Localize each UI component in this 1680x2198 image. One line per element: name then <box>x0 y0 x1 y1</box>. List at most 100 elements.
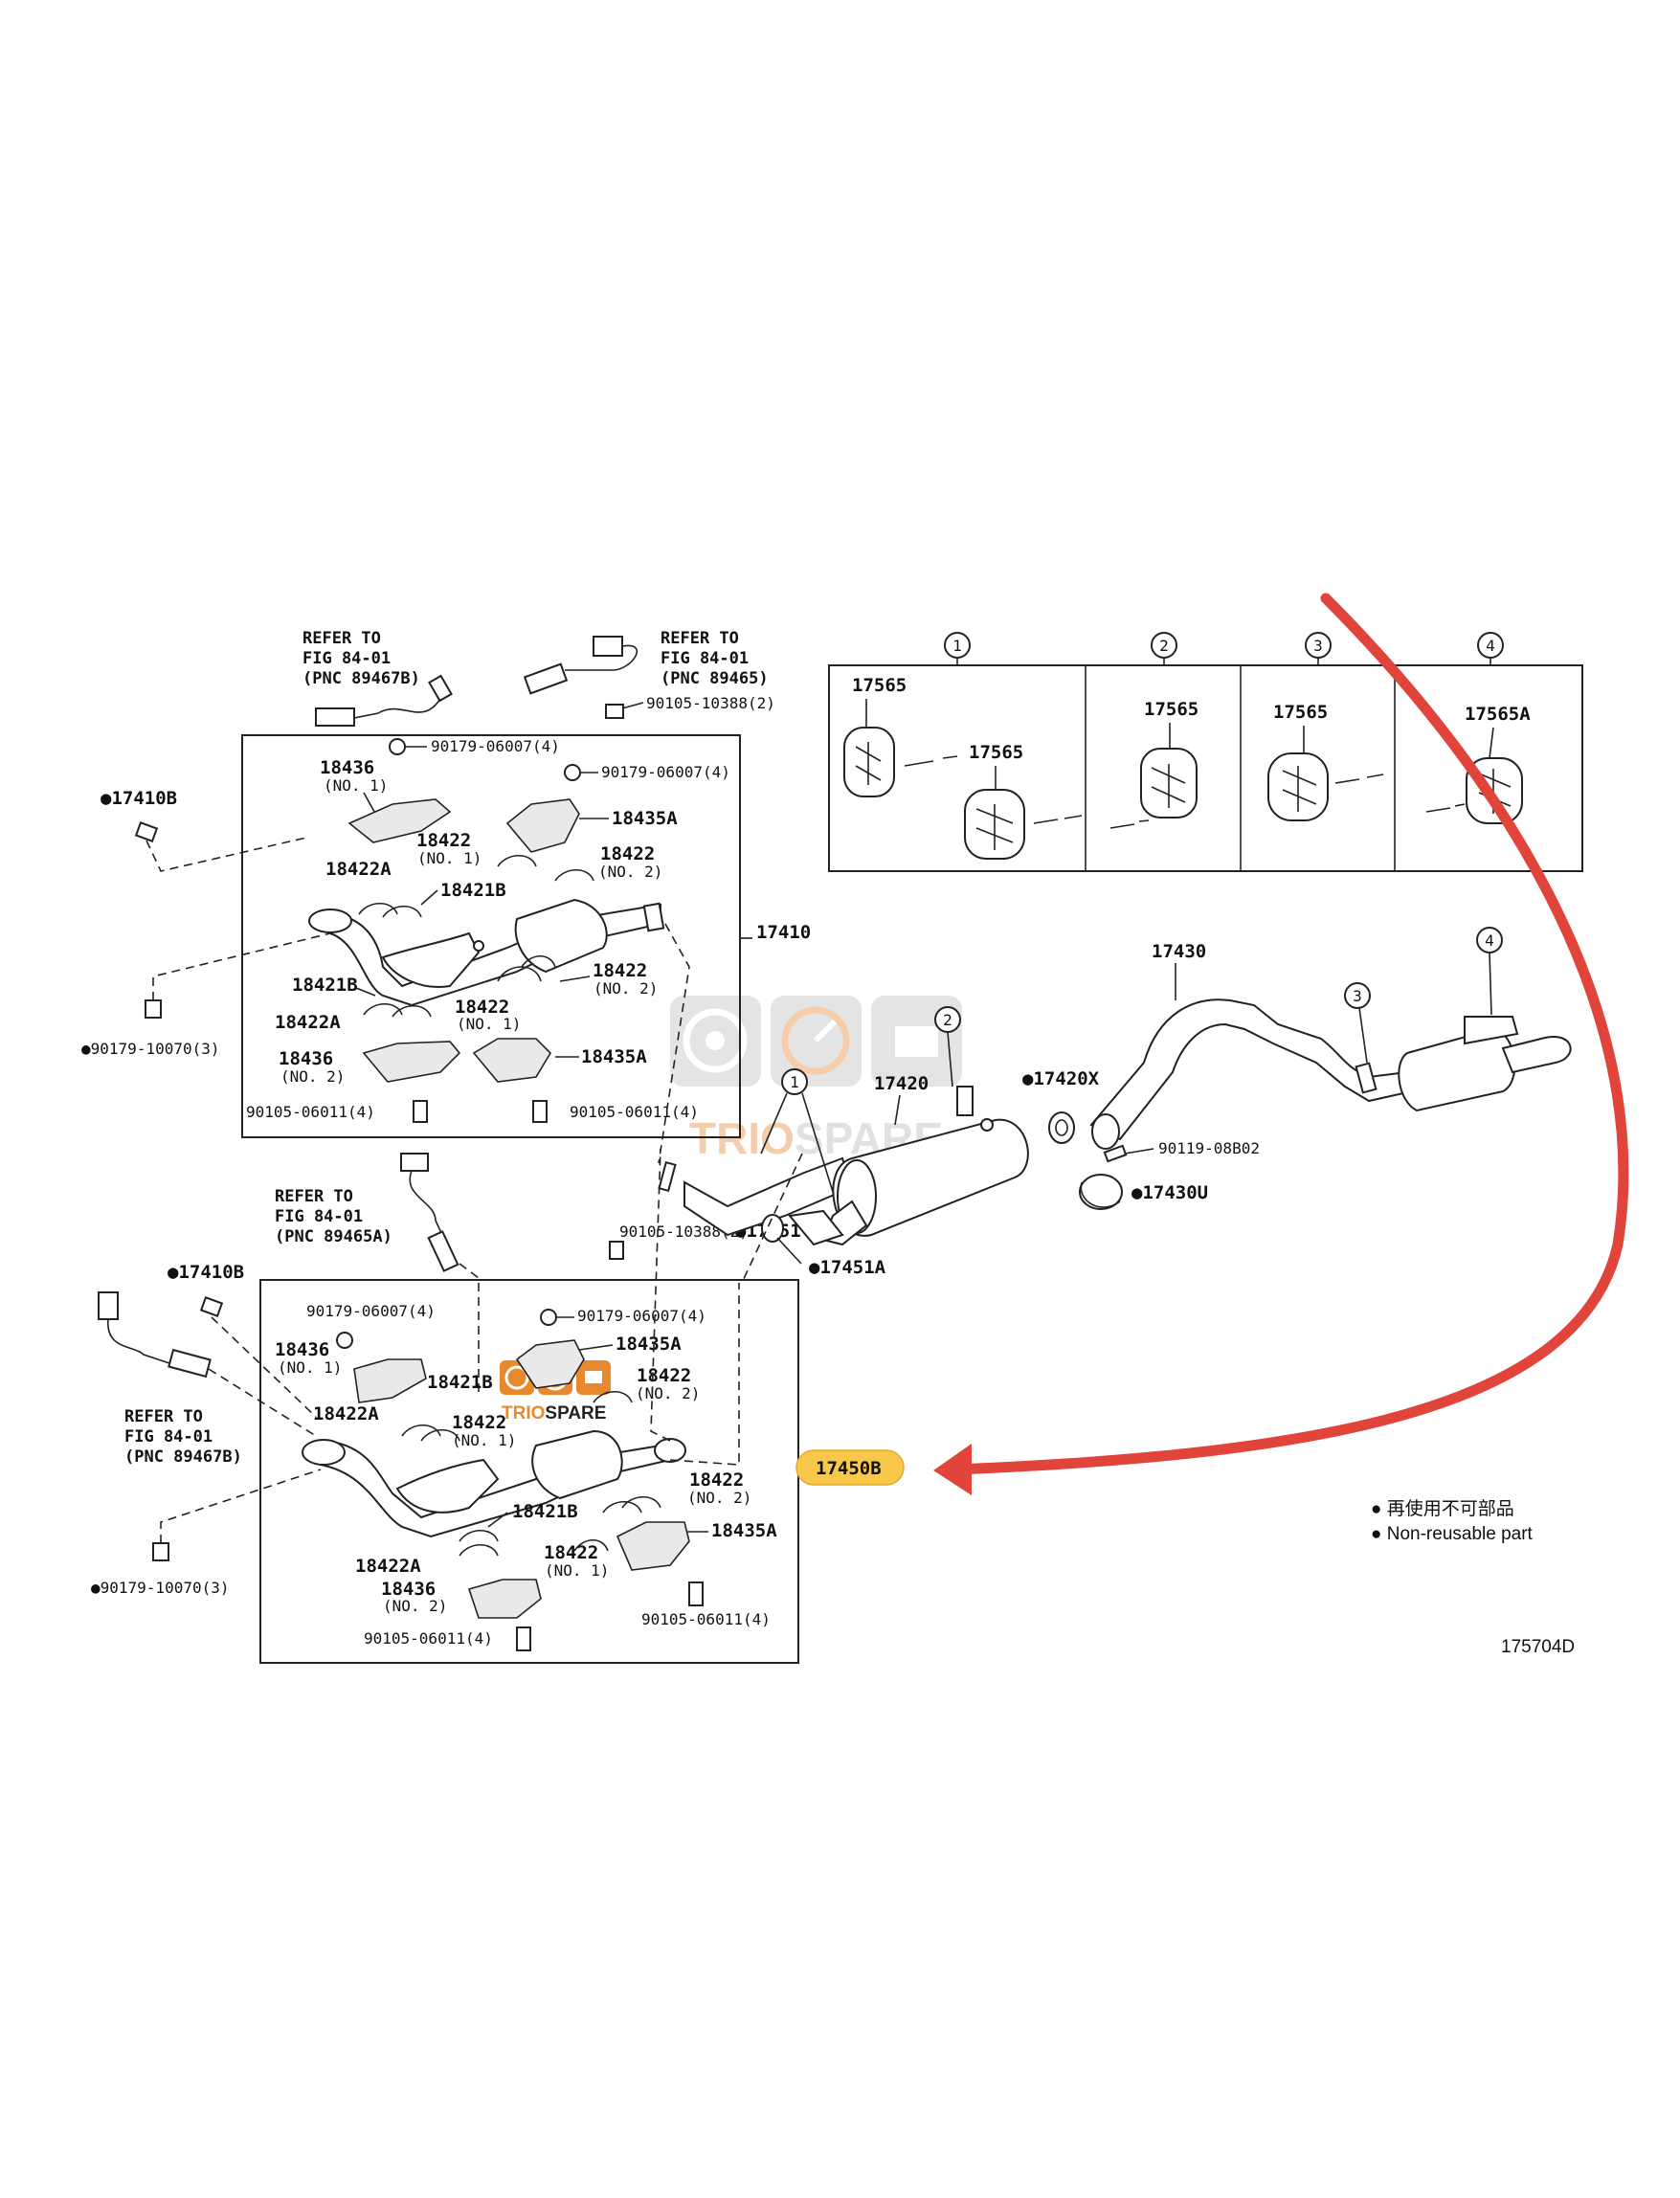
lower-heat-insulator-4 <box>467 1579 542 1619</box>
upper-18422-no1-sub: (NO. 1) <box>417 849 482 867</box>
lower-assembly: REFER TO FIG 84-01 (PNC 89465A) ●17410B … <box>91 1148 905 1664</box>
watermark-small-brand-1: TRIO <box>502 1403 545 1424</box>
upper-18422A-bot: 18422A <box>275 1012 341 1033</box>
svg-text:FIG 84-01: FIG 84-01 <box>124 1427 213 1447</box>
hanger-circle-1: 1 <box>944 632 971 659</box>
upper-heat-insulator-2 <box>505 798 580 853</box>
lower-18436-2: 18436 <box>381 1579 436 1600</box>
upper-18422-no2: 18422 <box>600 843 655 864</box>
lower-18422-no2-sub: (NO. 2) <box>636 1384 700 1402</box>
hanger-circle-4: 4 <box>1477 632 1504 659</box>
hanger-1b-label: 17565 <box>969 742 1023 763</box>
upper-bolt-a: 90105-06011(4) <box>246 1100 428 1123</box>
upper-18435A-top: 18435A <box>612 808 678 829</box>
lower-18435A-bot: 18435A <box>711 1520 777 1541</box>
svg-text:REFER TO: REFER TO <box>124 1407 203 1426</box>
svg-text:4: 4 <box>1485 931 1494 950</box>
hanger-circle-3: 3 <box>1305 632 1332 659</box>
lower-18422-no1b: 18422 <box>544 1542 598 1563</box>
lower-nut-b: 90179-06007(4) <box>540 1307 706 1326</box>
upper-17410B: ●17410B <box>101 788 307 872</box>
lower-18436-1: 18436 <box>275 1339 329 1360</box>
lower-nut-a: 90179-06007(4) <box>306 1302 436 1349</box>
svg-text:TRIOSPARE: TRIOSPARE <box>502 1403 606 1424</box>
upper-nut-left: ●90179-10070(3) <box>81 932 331 1058</box>
hanger-3-icon <box>1267 752 1329 821</box>
hanger-1a-label: 17565 <box>852 675 907 696</box>
middle-assembly: 90105-10388(2) ●17451 17420 1 2 ●17420X <box>609 923 1572 1284</box>
svg-text:REFER TO: REFER TO <box>275 1187 353 1206</box>
mid-bolt-08B02: 90119-08B02 <box>1158 1139 1260 1157</box>
mid-17430: 17430 <box>1152 941 1206 962</box>
hanger-1b-icon <box>964 789 1025 860</box>
hanger-2-icon <box>1140 748 1198 819</box>
hanger-4-label: 17565A <box>1465 704 1531 725</box>
upper-heat-insulator-3 <box>362 1041 461 1083</box>
upper-18436-2-sub: (NO. 2) <box>280 1067 345 1086</box>
svg-text:●17410B: ●17410B <box>168 1262 244 1283</box>
upper-assembly: REFER TO FIG 84-01 (PNC 89467B) REFER TO… <box>81 629 811 1138</box>
lower-18435A-top: 18435A <box>616 1334 682 1355</box>
hanger-3-label: 17565 <box>1273 702 1328 723</box>
legend: ● 再使用不可部品 ● Non-reusable part <box>1371 1498 1534 1544</box>
svg-text:4: 4 <box>1486 637 1495 655</box>
svg-text:3: 3 <box>1353 987 1362 1005</box>
svg-text:90105-06011(4): 90105-06011(4) <box>364 1629 493 1648</box>
hanger-panel: 1 2 3 4 17565 17565 17565 17565 17565A <box>828 632 1583 872</box>
upper-18422-no2b: 18422 <box>593 960 647 981</box>
mid-gasket-17420X <box>1048 1111 1075 1144</box>
upper-18421B-top: 18421B <box>440 880 506 901</box>
upper-18436-1-sub: (NO. 1) <box>324 776 388 795</box>
upper-front-pipe <box>308 898 665 1007</box>
svg-text:●90179-10070(3): ●90179-10070(3) <box>81 1040 220 1058</box>
diagram-id-code: 175704D <box>1501 1637 1575 1657</box>
lower-17450B: 17450B <box>816 1458 882 1479</box>
lower-18422-no1b-sub: (NO. 1) <box>545 1561 609 1580</box>
lower-o2-sensor-mid <box>400 1153 480 1398</box>
upper-18422-no1: 18422 <box>416 830 471 851</box>
legend-line-1: ● 再使用不可部品 <box>1371 1498 1514 1519</box>
lower-refer-left: REFER TO FIG 84-01 (PNC 89467B) <box>124 1407 242 1467</box>
mid-17420: 17420 <box>874 1073 929 1094</box>
upper-nut-b: 90179-06007(4) <box>564 763 730 781</box>
lower-o2-sensor-left <box>98 1291 317 1437</box>
lower-18436-2-sub: (NO. 2) <box>383 1597 447 1615</box>
svg-text:2: 2 <box>943 1011 952 1029</box>
svg-text:1: 1 <box>790 1073 799 1091</box>
mid-17430U-clamp <box>1079 1174 1123 1210</box>
svg-text:●17410B: ●17410B <box>101 788 177 809</box>
hanger-1a-icon <box>843 727 895 797</box>
red-pointer-arrow <box>933 593 1629 1495</box>
lower-18436-1-sub: (NO. 1) <box>278 1358 342 1377</box>
svg-text:(PNC 89465A): (PNC 89465A) <box>275 1227 392 1246</box>
hanger-circle-2: 2 <box>1151 632 1177 659</box>
hanger-2-label: 17565 <box>1144 699 1198 720</box>
watermark-small-brand-2: SPARE <box>545 1403 606 1424</box>
mid-17430U: ●17430U <box>1131 1182 1208 1203</box>
upper-bolt-b: 90105-06011(4) <box>532 1100 699 1123</box>
upper-o2-sensor-left <box>315 674 453 727</box>
lower-front-pipe <box>302 1429 686 1538</box>
svg-text:(PNC 89465): (PNC 89465) <box>661 669 769 688</box>
hanger-panel-box <box>828 664 1583 872</box>
lower-18421B-top: 18421B <box>427 1372 493 1393</box>
svg-text:REFER TO: REFER TO <box>302 629 381 648</box>
upper-18422-no2-sub: (NO. 2) <box>598 863 662 881</box>
lower-18421B-bot: 18421B <box>512 1501 578 1522</box>
upper-refer-left: REFER TO FIG 84-01 (PNC 89467B) <box>302 629 420 688</box>
svg-text:90105-06011(4): 90105-06011(4) <box>246 1103 375 1121</box>
svg-text:(PNC 89467B): (PNC 89467B) <box>302 669 420 688</box>
svg-text:REFER TO: REFER TO <box>661 629 739 648</box>
svg-text:90105-06011(4): 90105-06011(4) <box>641 1610 771 1628</box>
svg-text:FIG 84-01: FIG 84-01 <box>275 1207 363 1226</box>
svg-text:FIG 84-01: FIG 84-01 <box>302 649 391 668</box>
upper-nut-a: 90179-06007(4) <box>389 737 560 755</box>
mid-gasket-17451A <box>761 1214 802 1265</box>
lower-18422-no2b: 18422 <box>689 1469 744 1491</box>
lower-18422-no2b-sub: (NO. 2) <box>687 1489 751 1507</box>
upper-18422-no1b: 18422 <box>455 997 509 1018</box>
upper-18421B-bot: 18421B <box>292 975 358 996</box>
svg-text:2: 2 <box>1159 637 1169 655</box>
svg-text:90179-06007(4): 90179-06007(4) <box>431 737 560 755</box>
